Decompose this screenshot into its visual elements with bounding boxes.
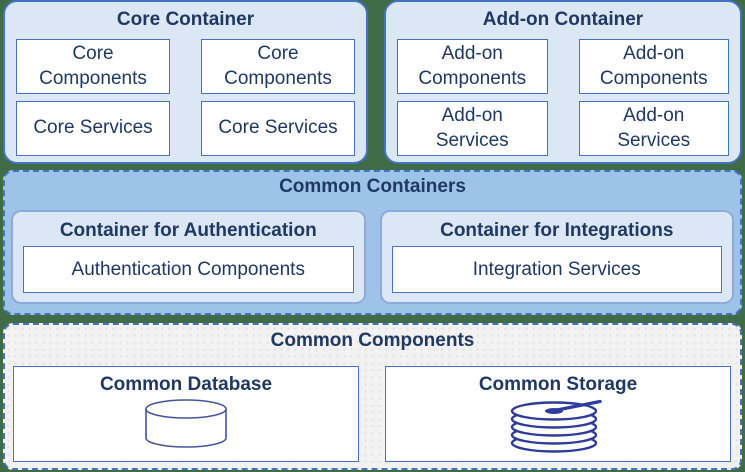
common-components-row: Common Database Common Storage bbox=[13, 366, 731, 462]
core-components-box: Core Components bbox=[201, 39, 355, 94]
common-storage-title: Common Storage bbox=[478, 374, 638, 395]
addon-services-label: Add-on Services bbox=[435, 104, 509, 151]
addon-components-box: Add-on Components bbox=[397, 39, 548, 94]
addon-components-label: Add-on Components bbox=[599, 42, 708, 89]
core-services-label: Core Services bbox=[218, 117, 338, 139]
common-database-box: Common Database bbox=[13, 366, 359, 462]
core-services-label: Core Services bbox=[33, 117, 153, 139]
common-storage-box: Common Storage bbox=[385, 366, 731, 462]
container-for-authentication: Container for Authentication Authenticat… bbox=[11, 210, 366, 304]
authentication-container-title: Container for Authentication bbox=[59, 220, 317, 241]
common-database-title: Common Database bbox=[99, 374, 273, 395]
integrations-container-title: Container for Integrations bbox=[440, 220, 674, 241]
authentication-components-box: Authentication Components bbox=[23, 246, 354, 293]
addon-services-label: Add-on Services bbox=[617, 104, 691, 151]
core-services-box: Core Services bbox=[16, 101, 170, 156]
addon-container: Add-on Container Add-on Components Add-o… bbox=[384, 0, 742, 164]
container-for-integrations: Container for Integrations Integration S… bbox=[379, 210, 734, 304]
addon-container-grid: Add-on Components Add-on Components Add-… bbox=[397, 39, 729, 156]
addon-services-box: Add-on Services bbox=[578, 101, 729, 156]
addon-container-title: Add-on Container bbox=[482, 9, 644, 30]
core-container: Core Container Core Components Core Comp… bbox=[3, 0, 368, 164]
authentication-components-label: Authentication Components bbox=[71, 258, 305, 280]
core-container-grid: Core Components Core Components Core Ser… bbox=[16, 39, 355, 156]
core-components-label: Core Components bbox=[39, 42, 147, 89]
addon-components-label: Add-on Components bbox=[418, 42, 527, 89]
core-components-box: Core Components bbox=[16, 39, 170, 94]
common-containers-section: Common Containers Container for Authenti… bbox=[3, 170, 742, 315]
common-components-section: Common Components Common Database Common… bbox=[3, 323, 742, 470]
integration-services-box: Integration Services bbox=[391, 246, 722, 293]
core-container-title: Core Container bbox=[116, 9, 255, 30]
common-components-title: Common Components bbox=[270, 330, 475, 351]
common-containers-title: Common Containers bbox=[279, 176, 466, 197]
common-containers-row: Container for Authentication Authenticat… bbox=[11, 210, 734, 304]
core-services-box: Core Services bbox=[201, 101, 355, 156]
addon-components-box: Add-on Components bbox=[578, 39, 729, 94]
integration-services-label: Integration Services bbox=[472, 258, 641, 280]
addon-services-box: Add-on Services bbox=[397, 101, 548, 156]
core-components-label: Core Components bbox=[224, 42, 332, 89]
database-cylinder-icon bbox=[142, 398, 230, 455]
storage-disks-icon bbox=[508, 398, 608, 459]
